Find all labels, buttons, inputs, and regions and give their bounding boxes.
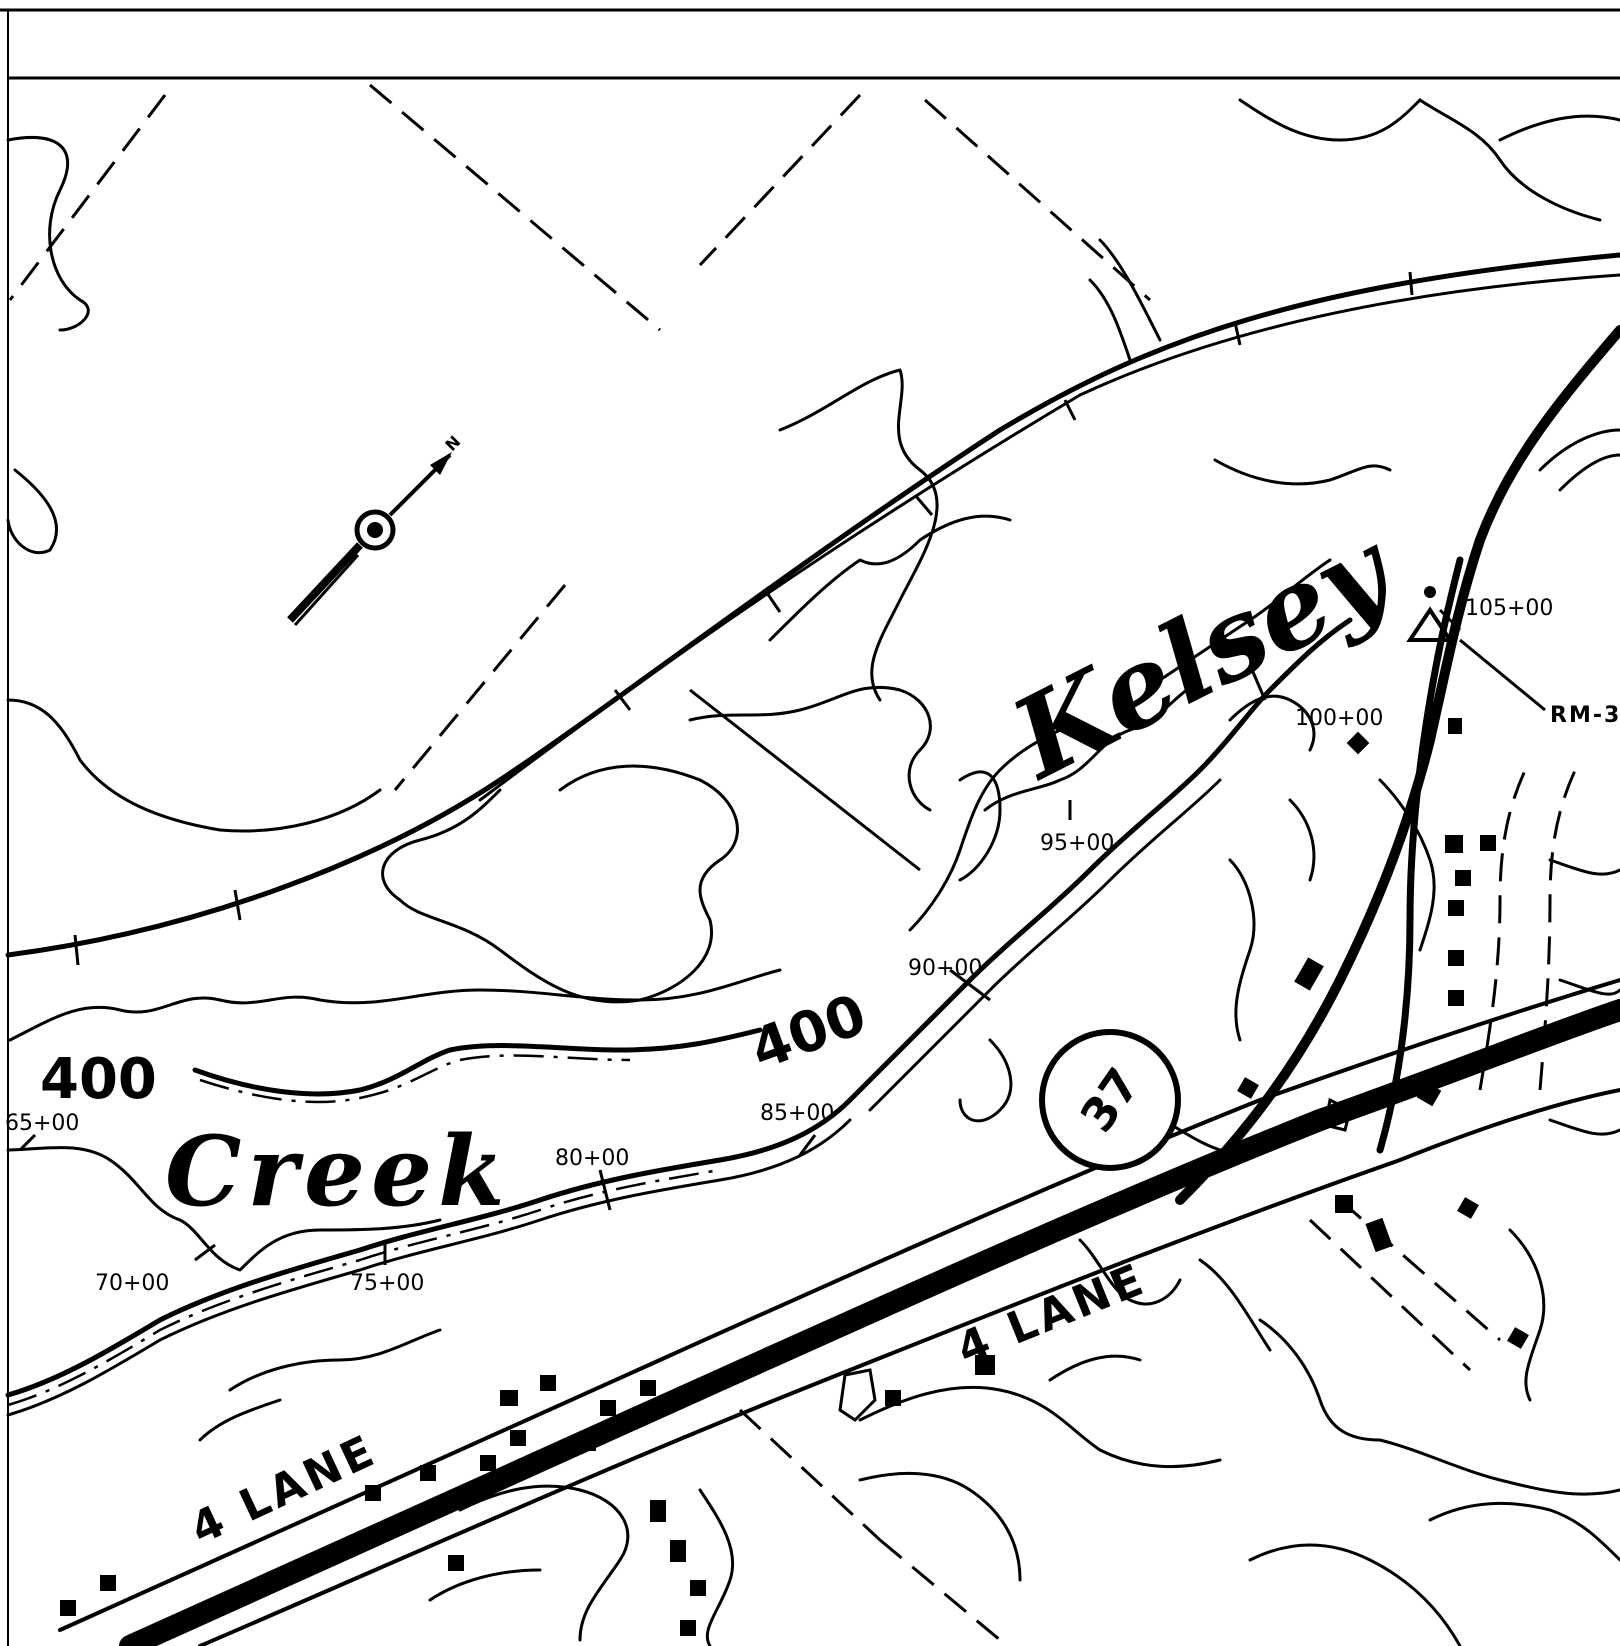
station-ticks <box>18 608 1546 1265</box>
survey-lines <box>8 83 1501 1642</box>
benchmark-marker <box>1406 586 1454 642</box>
station-label: 90+00 <box>908 956 982 981</box>
station-label: 95+00 <box>1040 831 1114 856</box>
contour-label-400-left: 400 <box>40 1047 157 1112</box>
station-label: 85+00 <box>760 1101 834 1126</box>
upper-railway <box>5 252 1620 966</box>
station-label: 80+00 <box>555 1146 629 1171</box>
station-label: 70+00 <box>95 1271 169 1296</box>
kelsey-creek-channel <box>5 617 1353 1417</box>
map-labels: Kelsey Creek 400 400 4 LANE 4 LANE RM-3 … <box>5 503 1620 1555</box>
creek-name-creek: Creek <box>165 1115 511 1228</box>
station-label: 65+00 <box>5 1111 79 1136</box>
contour-lines <box>6 98 1620 1646</box>
four-lane-highway <box>58 978 1620 1646</box>
north-arrow: N <box>287 432 464 627</box>
station-label: 100+00 <box>1295 706 1383 731</box>
contour-label-400-center: 400 <box>743 982 875 1083</box>
benchmark-label: RM-3 <box>1550 703 1620 728</box>
north-arrow-label: N <box>441 432 464 455</box>
station-label: 75+00 <box>350 1271 424 1296</box>
buildings <box>60 718 1529 1636</box>
station-label: 105+00 <box>1465 596 1553 621</box>
route-37-roadway <box>1175 325 1620 1205</box>
route-shield: 37 <box>1039 1029 1181 1171</box>
map-frame <box>0 8 1620 1646</box>
creek-name-kelsey: Kelsey <box>991 503 1416 804</box>
